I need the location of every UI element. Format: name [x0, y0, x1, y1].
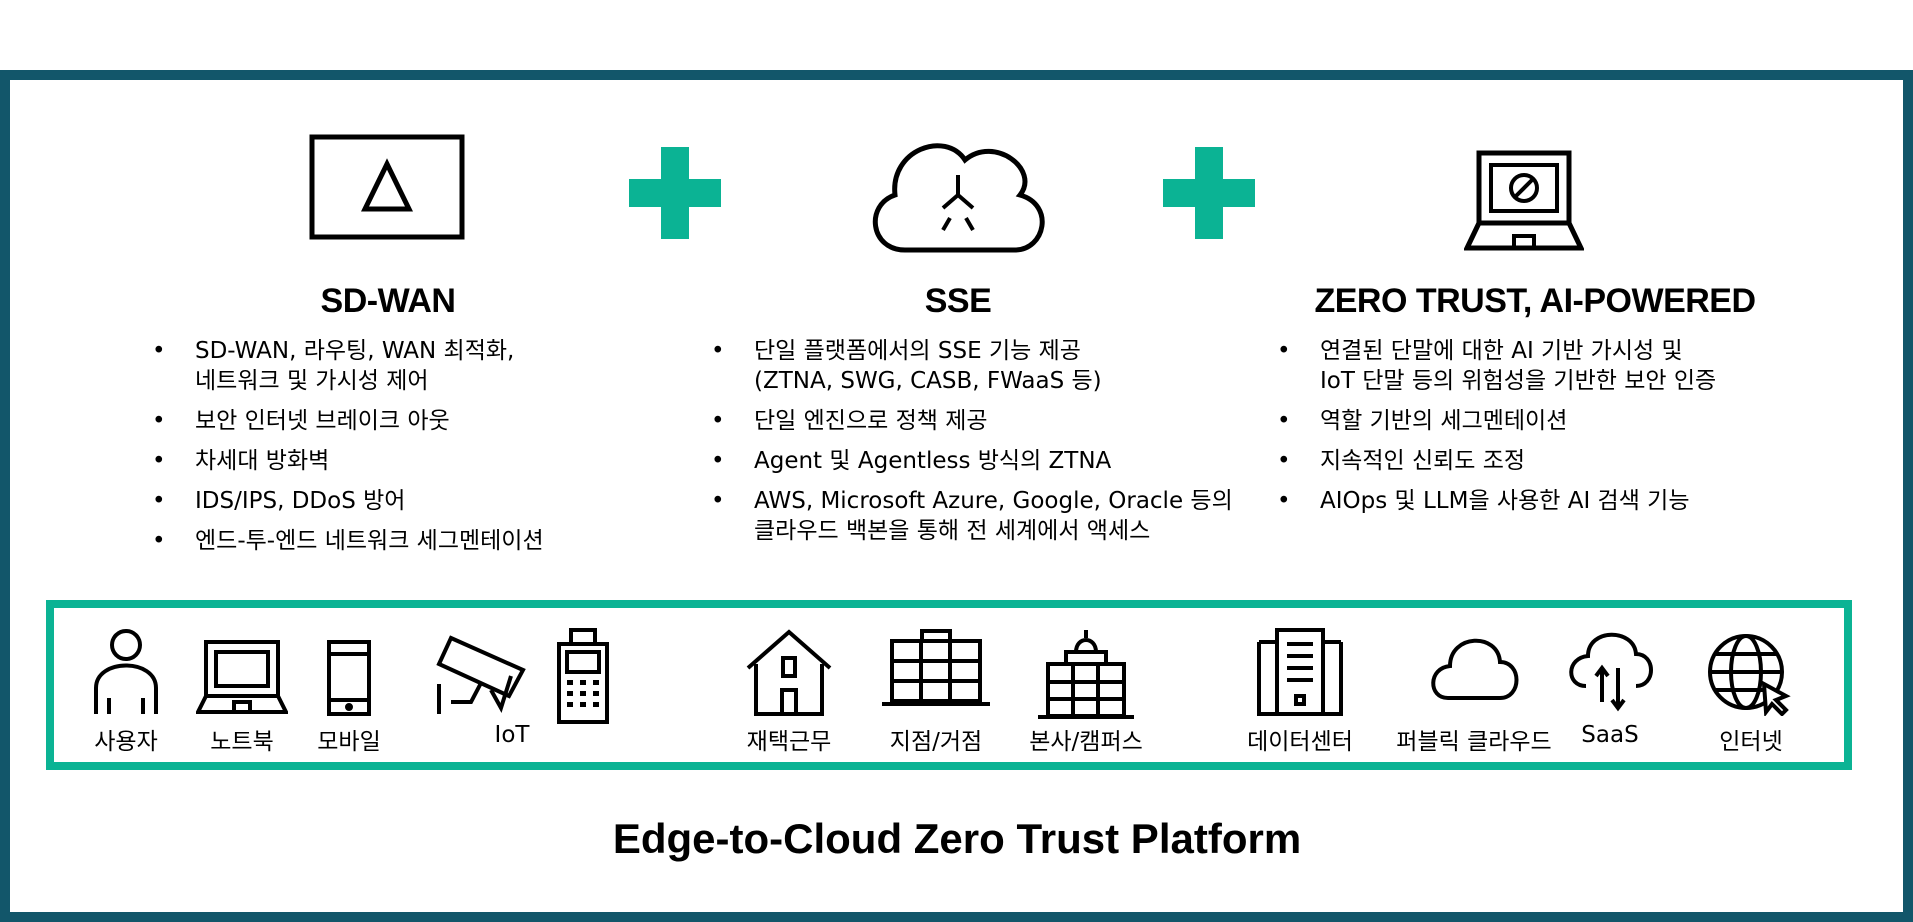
mobile-icon: [327, 640, 371, 716]
bullet: 연결된 단말에 대한 AI 기반 가시성 및 IoT 단말 등의 위험성을 기반…: [1277, 336, 1716, 396]
endpoint-label-home: 재택근무: [746, 729, 832, 755]
bullet: 엔드-투-엔드 네트워크 세그멘테이션: [152, 526, 544, 556]
bullet: 지속적인 신뢰도 조정: [1277, 446, 1716, 476]
bullet: IDS/IPS, DDoS 방어: [152, 486, 544, 516]
sdwan-appliance-icon: [309, 134, 465, 240]
endpoint-label-mobile: 모바일: [317, 729, 381, 755]
user-icon: [94, 629, 158, 714]
handheld-device-icon: [557, 628, 609, 724]
security-camera-icon: [436, 635, 526, 714]
endpoints-box: [46, 600, 1852, 770]
endpoint-label-user: 사용자: [94, 729, 158, 755]
branch-office-icon: [882, 629, 990, 706]
endpoint-label-saas: SaaS: [1581, 722, 1639, 748]
bullet: SD-WAN, 라우팅, WAN 최적화, 네트워크 및 가시성 제어: [152, 336, 544, 396]
sdwan-heading: SD-WAN: [320, 282, 456, 320]
sse-bullets: 단일 플랫폼에서의 SSE 기능 제공 (ZTNA, SWG, CASB, FW…: [711, 336, 1233, 556]
platform-title: Edge-to-Cloud Zero Trust Platform: [612, 815, 1302, 862]
zero-trust-heading: ZERO TRUST, AI-POWERED: [1314, 282, 1756, 320]
campus-building-icon: [1038, 630, 1134, 719]
endpoint-label-laptop: 노트북: [210, 729, 274, 755]
sdwan-bullets: SD-WAN, 라우팅, WAN 최적화, 네트워크 및 가시성 제어 보안 인…: [152, 336, 544, 566]
cloud-security-icon: [872, 143, 1045, 253]
laptop-icon: [196, 640, 288, 714]
saas-cloud-icon: [1569, 632, 1653, 712]
endpoint-label-campus: 본사/캠퍼스: [1029, 729, 1143, 755]
endpoint-label-internet: 인터넷: [1719, 729, 1783, 755]
endpoint-label-datacenter: 데이터센터: [1247, 729, 1353, 755]
endpoint-label-iot: IoT: [494, 722, 530, 748]
endpoint-label-branch: 지점/거점: [889, 729, 983, 755]
bullet: 보안 인터넷 브레이크 아웃: [152, 406, 544, 436]
bullet: 단일 엔진으로 정책 제공: [711, 406, 1233, 436]
bullet: 차세대 방화벽: [152, 446, 544, 476]
bullet: AIOps 및 LLM을 사용한 AI 검색 기능: [1277, 486, 1716, 516]
outer-frame: [0, 70, 1913, 922]
sse-heading: SSE: [924, 282, 992, 320]
data-center-icon: [1257, 628, 1343, 716]
endpoint-label-public-cloud: 퍼블릭 클라우드: [1396, 729, 1552, 755]
public-cloud-icon: [1431, 638, 1519, 700]
bullet: 역할 기반의 세그멘테이션: [1277, 406, 1716, 436]
plus-icon: [629, 147, 721, 239]
home-icon: [746, 629, 832, 716]
bullet: Agent 및 Agentless 방식의 ZTNA: [711, 446, 1233, 476]
plus-icon: [1163, 147, 1255, 239]
zero-trust-bullets: 연결된 단말에 대한 AI 기반 가시성 및 IoT 단말 등의 위험성을 기반…: [1277, 336, 1716, 526]
laptop-block-icon: [1464, 150, 1584, 251]
bullet: AWS, Microsoft Azure, Google, Oracle 등의 …: [711, 486, 1233, 546]
bullet: 단일 플랫폼에서의 SSE 기능 제공 (ZTNA, SWG, CASB, FW…: [711, 336, 1233, 396]
internet-globe-icon: [1708, 634, 1791, 716]
